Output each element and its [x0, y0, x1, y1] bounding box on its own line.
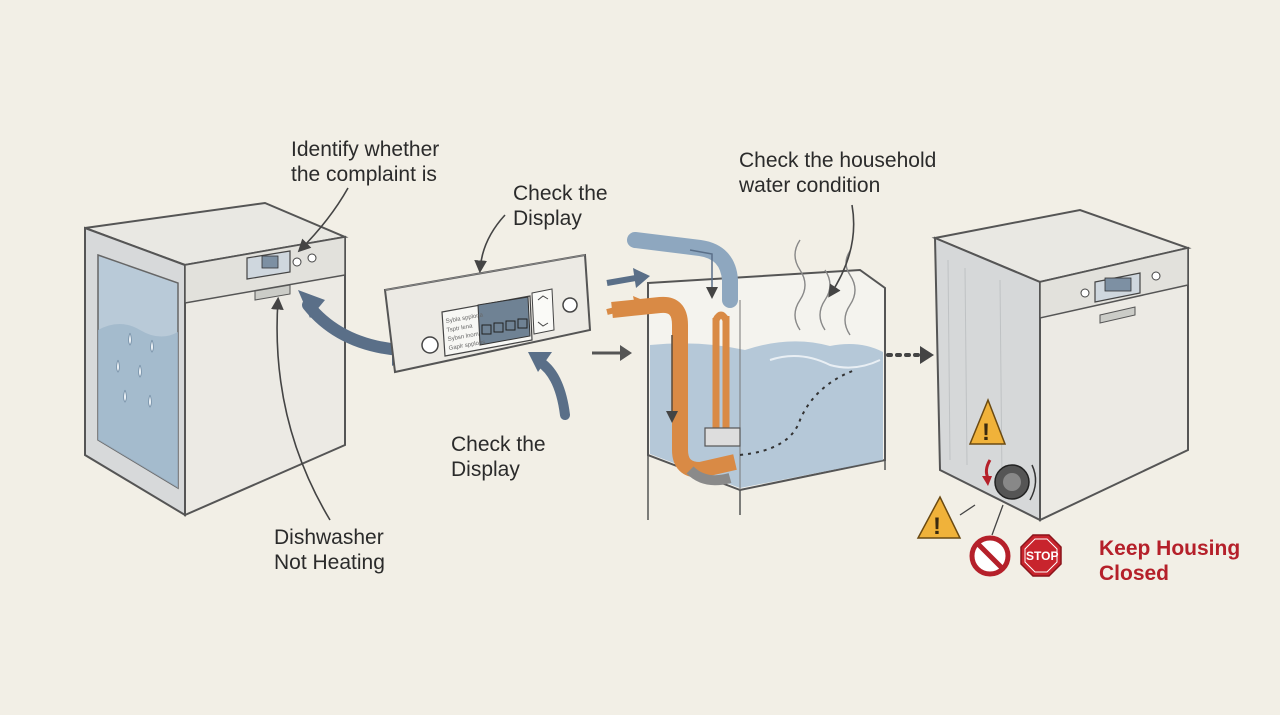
- panel-knob: [307, 253, 317, 263]
- panel-knob: [1080, 288, 1090, 298]
- svg-text:!: !: [933, 513, 941, 540]
- pointer-identify: [297, 187, 349, 253]
- stop-sign-icon: STOP: [1020, 534, 1062, 577]
- pointer-display-top: [474, 214, 506, 274]
- warning-triangle-icon: !: [916, 495, 962, 540]
- water-tank: [611, 232, 886, 520]
- door-handle: [254, 284, 291, 301]
- label-identify: Identify whether the complaint is: [291, 138, 440, 186]
- panel-knob: [292, 257, 302, 267]
- label-check-display-top: Check the Display: [513, 182, 608, 230]
- no-entry-icon: [969, 535, 1011, 577]
- panel-row: Tsptr lena: [446, 323, 473, 334]
- dishwasher-right: [931, 208, 1192, 522]
- pointer-household: [828, 204, 855, 298]
- pointer-not-heating: [270, 296, 331, 521]
- curved-arrow-icon: [528, 352, 570, 420]
- label-check-display-bottom: Check the Display: [451, 433, 546, 481]
- dishwasher-left: [84, 201, 349, 517]
- display-screen: [261, 255, 279, 269]
- panel-row: Sybsn lnom: [447, 332, 479, 343]
- dotted-arrow: [886, 346, 934, 364]
- label-not-heating: Dishwasher Not Heating: [274, 526, 385, 574]
- stop-sign-text: STOP: [1026, 549, 1058, 563]
- display-screen: [1104, 277, 1132, 292]
- panel-closeup: Sybla spplona Tsptr lena Sybsn lnom Gapl…: [383, 253, 592, 374]
- svg-text:!: !: [982, 419, 990, 446]
- label-keep-housing-closed: Keep Housing Closed: [1099, 537, 1241, 585]
- panel-knob: [1151, 271, 1161, 281]
- heater-base: [704, 427, 741, 447]
- rotation-arrow-icon: [982, 459, 1037, 501]
- label-household-water: Check the household water condition: [739, 149, 937, 197]
- warning-triangle-icon: !: [968, 397, 1007, 446]
